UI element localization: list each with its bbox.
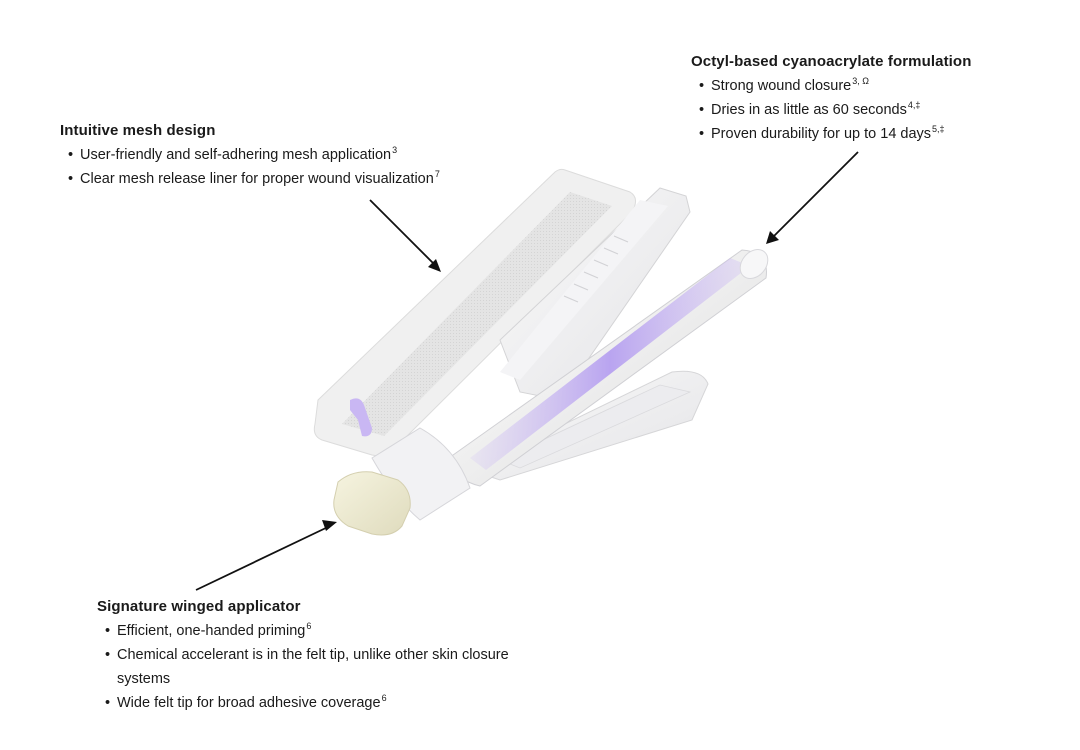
list-item: Efficient, one-handed priming6 [105,619,517,643]
list-item: Proven durability for up to 14 days5,‡ [699,122,1051,146]
mesh-arrow-head [428,259,441,272]
callout-arrows [195,151,859,591]
list-item: Wide felt tip for broad adhesive coverag… [105,691,517,715]
list-item: Clear mesh release liner for proper woun… [68,167,500,191]
applicator-upper-wing [499,187,691,401]
list-item: Chemical accelerant is in the felt tip, … [105,643,517,691]
applicator-callout: Signature winged applicator Efficient, o… [97,598,517,715]
applicator-arrow [195,525,331,591]
mesh-callout: Intuitive mesh design User-friendly and … [60,122,500,191]
mesh-list: User-friendly and self-adhering mesh app… [60,143,500,191]
adhesive-fill [470,258,750,470]
mesh-title: Intuitive mesh design [60,122,216,139]
list-item: User-friendly and self-adhering mesh app… [68,143,500,167]
formulation-title: Octyl-based cyanoacrylate formulation [691,53,972,70]
felt-tip [333,471,411,536]
formulation-arrow-head [766,231,779,244]
applicator-list: Efficient, one-handed priming6 Chemical … [97,619,517,715]
formulation-list: Strong wound closure3, Ω Dries in as lit… [691,74,1051,146]
mesh-tab-icon [350,398,372,437]
applicator-arrow-head [322,520,337,531]
adhesive-tube [445,249,769,487]
list-item: Dries in as little as 60 seconds4,‡ [699,98,1051,122]
list-item: Strong wound closure3, Ω [699,74,1051,98]
mesh-pad [313,168,636,457]
formulation-arrow [771,151,859,239]
applicator-title: Signature winged applicator [97,598,301,615]
mesh-arrow [369,199,437,267]
formulation-callout: Octyl-based cyanoacrylate formulation St… [691,53,1051,146]
